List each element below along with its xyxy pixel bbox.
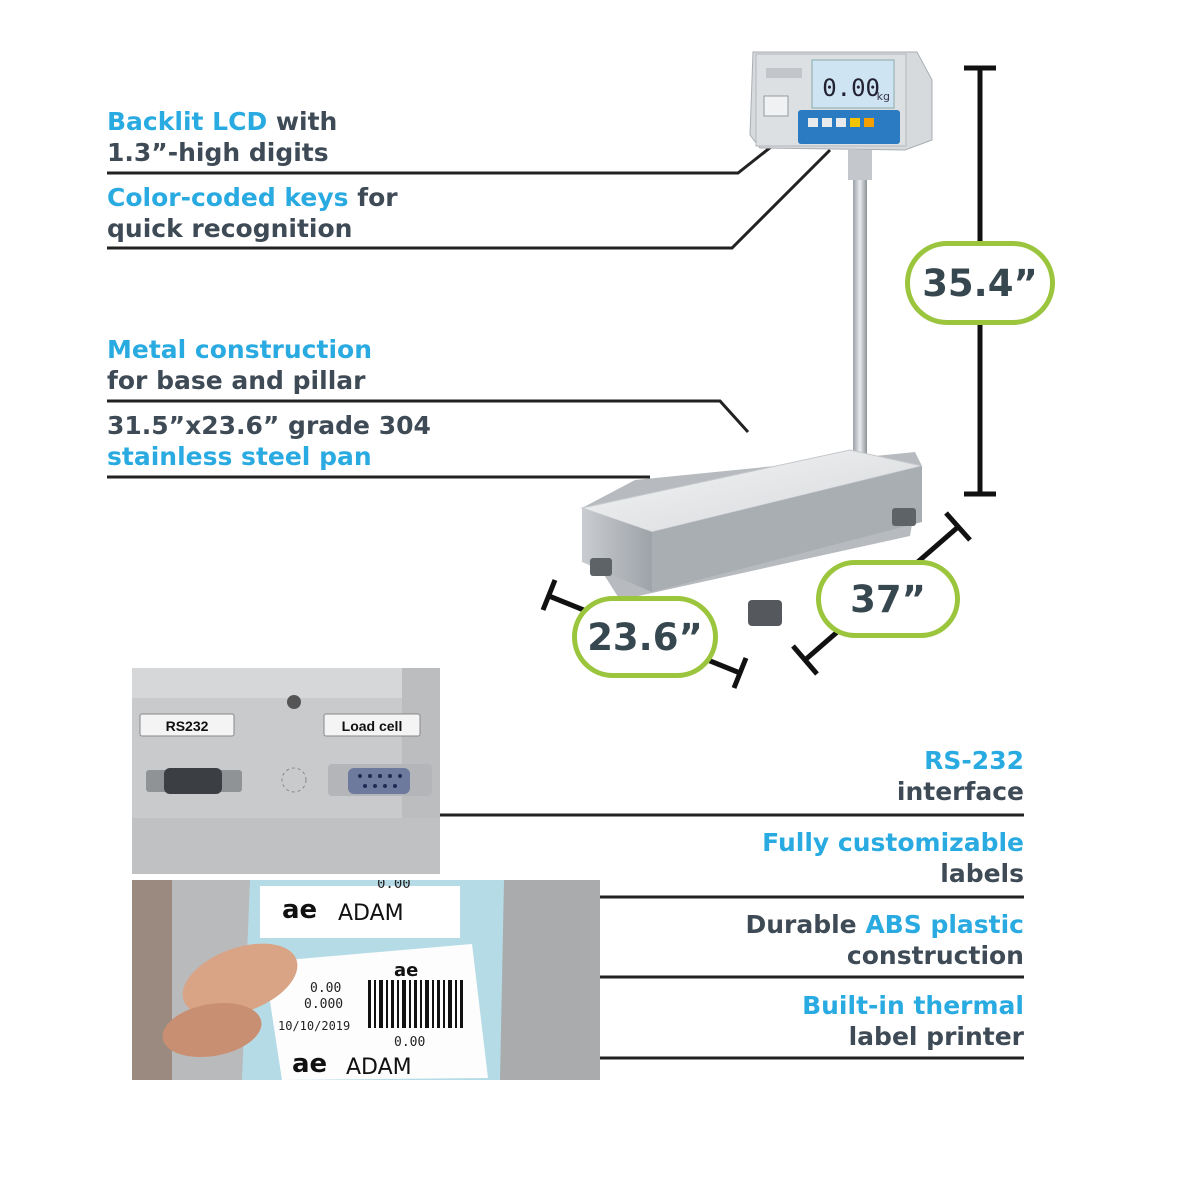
feature-abs-plastic: Durable ABS plastic construction bbox=[700, 909, 1024, 971]
feature-text: for bbox=[348, 183, 398, 212]
feature-text: Durable bbox=[745, 910, 866, 939]
label-photo: 0.00 ae ADAM ae 0.00 0.000 10/10/2019 0.… bbox=[132, 880, 600, 1080]
feature-highlight: ABS plastic bbox=[865, 910, 1024, 939]
length-dimension-badge: 37” bbox=[816, 560, 960, 638]
height-dimension-badge: 35.4” bbox=[905, 241, 1055, 325]
label-value-1: 0.00 bbox=[310, 981, 341, 996]
rs232-port-label: RS232 bbox=[166, 718, 209, 734]
feature-metal-construction: Metal construction for base and pillar bbox=[107, 334, 372, 396]
label-value-2: 0.000 bbox=[304, 997, 343, 1012]
loadcell-port-label: Load cell bbox=[342, 718, 403, 734]
feature-rs232: RS-232 interface bbox=[700, 745, 1024, 807]
feature-highlight: Built-in thermal bbox=[802, 991, 1024, 1020]
display-reading: 0.00 bbox=[822, 74, 880, 102]
feature-text: quick recognition bbox=[107, 214, 353, 243]
feature-highlight: Backlit LCD bbox=[107, 107, 268, 136]
svg-text:ae: ae bbox=[282, 895, 317, 925]
feature-text: construction bbox=[846, 941, 1024, 970]
feature-text: interface bbox=[896, 777, 1024, 806]
feature-text: 31.5”x23.6” grade 304 bbox=[107, 411, 431, 440]
ports-photo: RS232 Load cell bbox=[132, 668, 440, 874]
svg-text:ae: ae bbox=[292, 1049, 327, 1079]
label-date: 10/10/2019 bbox=[278, 1019, 350, 1033]
label-brand-top: ADAM bbox=[338, 901, 404, 926]
display-unit: kg bbox=[877, 90, 890, 103]
feature-text: labels bbox=[940, 859, 1024, 888]
feature-custom-labels: Fully customizable labels bbox=[700, 827, 1024, 889]
label-top-value: 0.00 bbox=[377, 880, 411, 892]
width-dimension-badge: 23.6” bbox=[572, 596, 718, 678]
feature-text: 1.3”-high digits bbox=[107, 138, 329, 167]
feature-text: with bbox=[267, 107, 338, 136]
feature-thermal-printer: Built-in thermal label printer bbox=[700, 990, 1024, 1052]
feature-text: for base and pillar bbox=[107, 366, 366, 395]
label-brand-bottom: ADAM bbox=[346, 1055, 412, 1080]
scale-illustration: 0.00 kg bbox=[580, 51, 933, 626]
feature-stainless-pan: 31.5”x23.6” grade 304 stainless steel pa… bbox=[107, 410, 431, 472]
feature-highlight: Color-coded keys bbox=[107, 183, 349, 212]
feature-text: label printer bbox=[848, 1022, 1024, 1051]
feature-highlight: RS-232 bbox=[924, 746, 1024, 775]
feature-color-coded-keys: Color-coded keys for quick recognition bbox=[107, 182, 398, 244]
label-value-3: 0.00 bbox=[394, 1035, 425, 1050]
feature-highlight: Metal construction bbox=[107, 335, 372, 364]
feature-backlit-lcd: Backlit LCD with 1.3”-high digits bbox=[107, 106, 337, 168]
feature-highlight: Fully customizable bbox=[762, 828, 1024, 857]
svg-text:ae: ae bbox=[394, 960, 418, 981]
feature-highlight: stainless steel pan bbox=[107, 442, 372, 471]
